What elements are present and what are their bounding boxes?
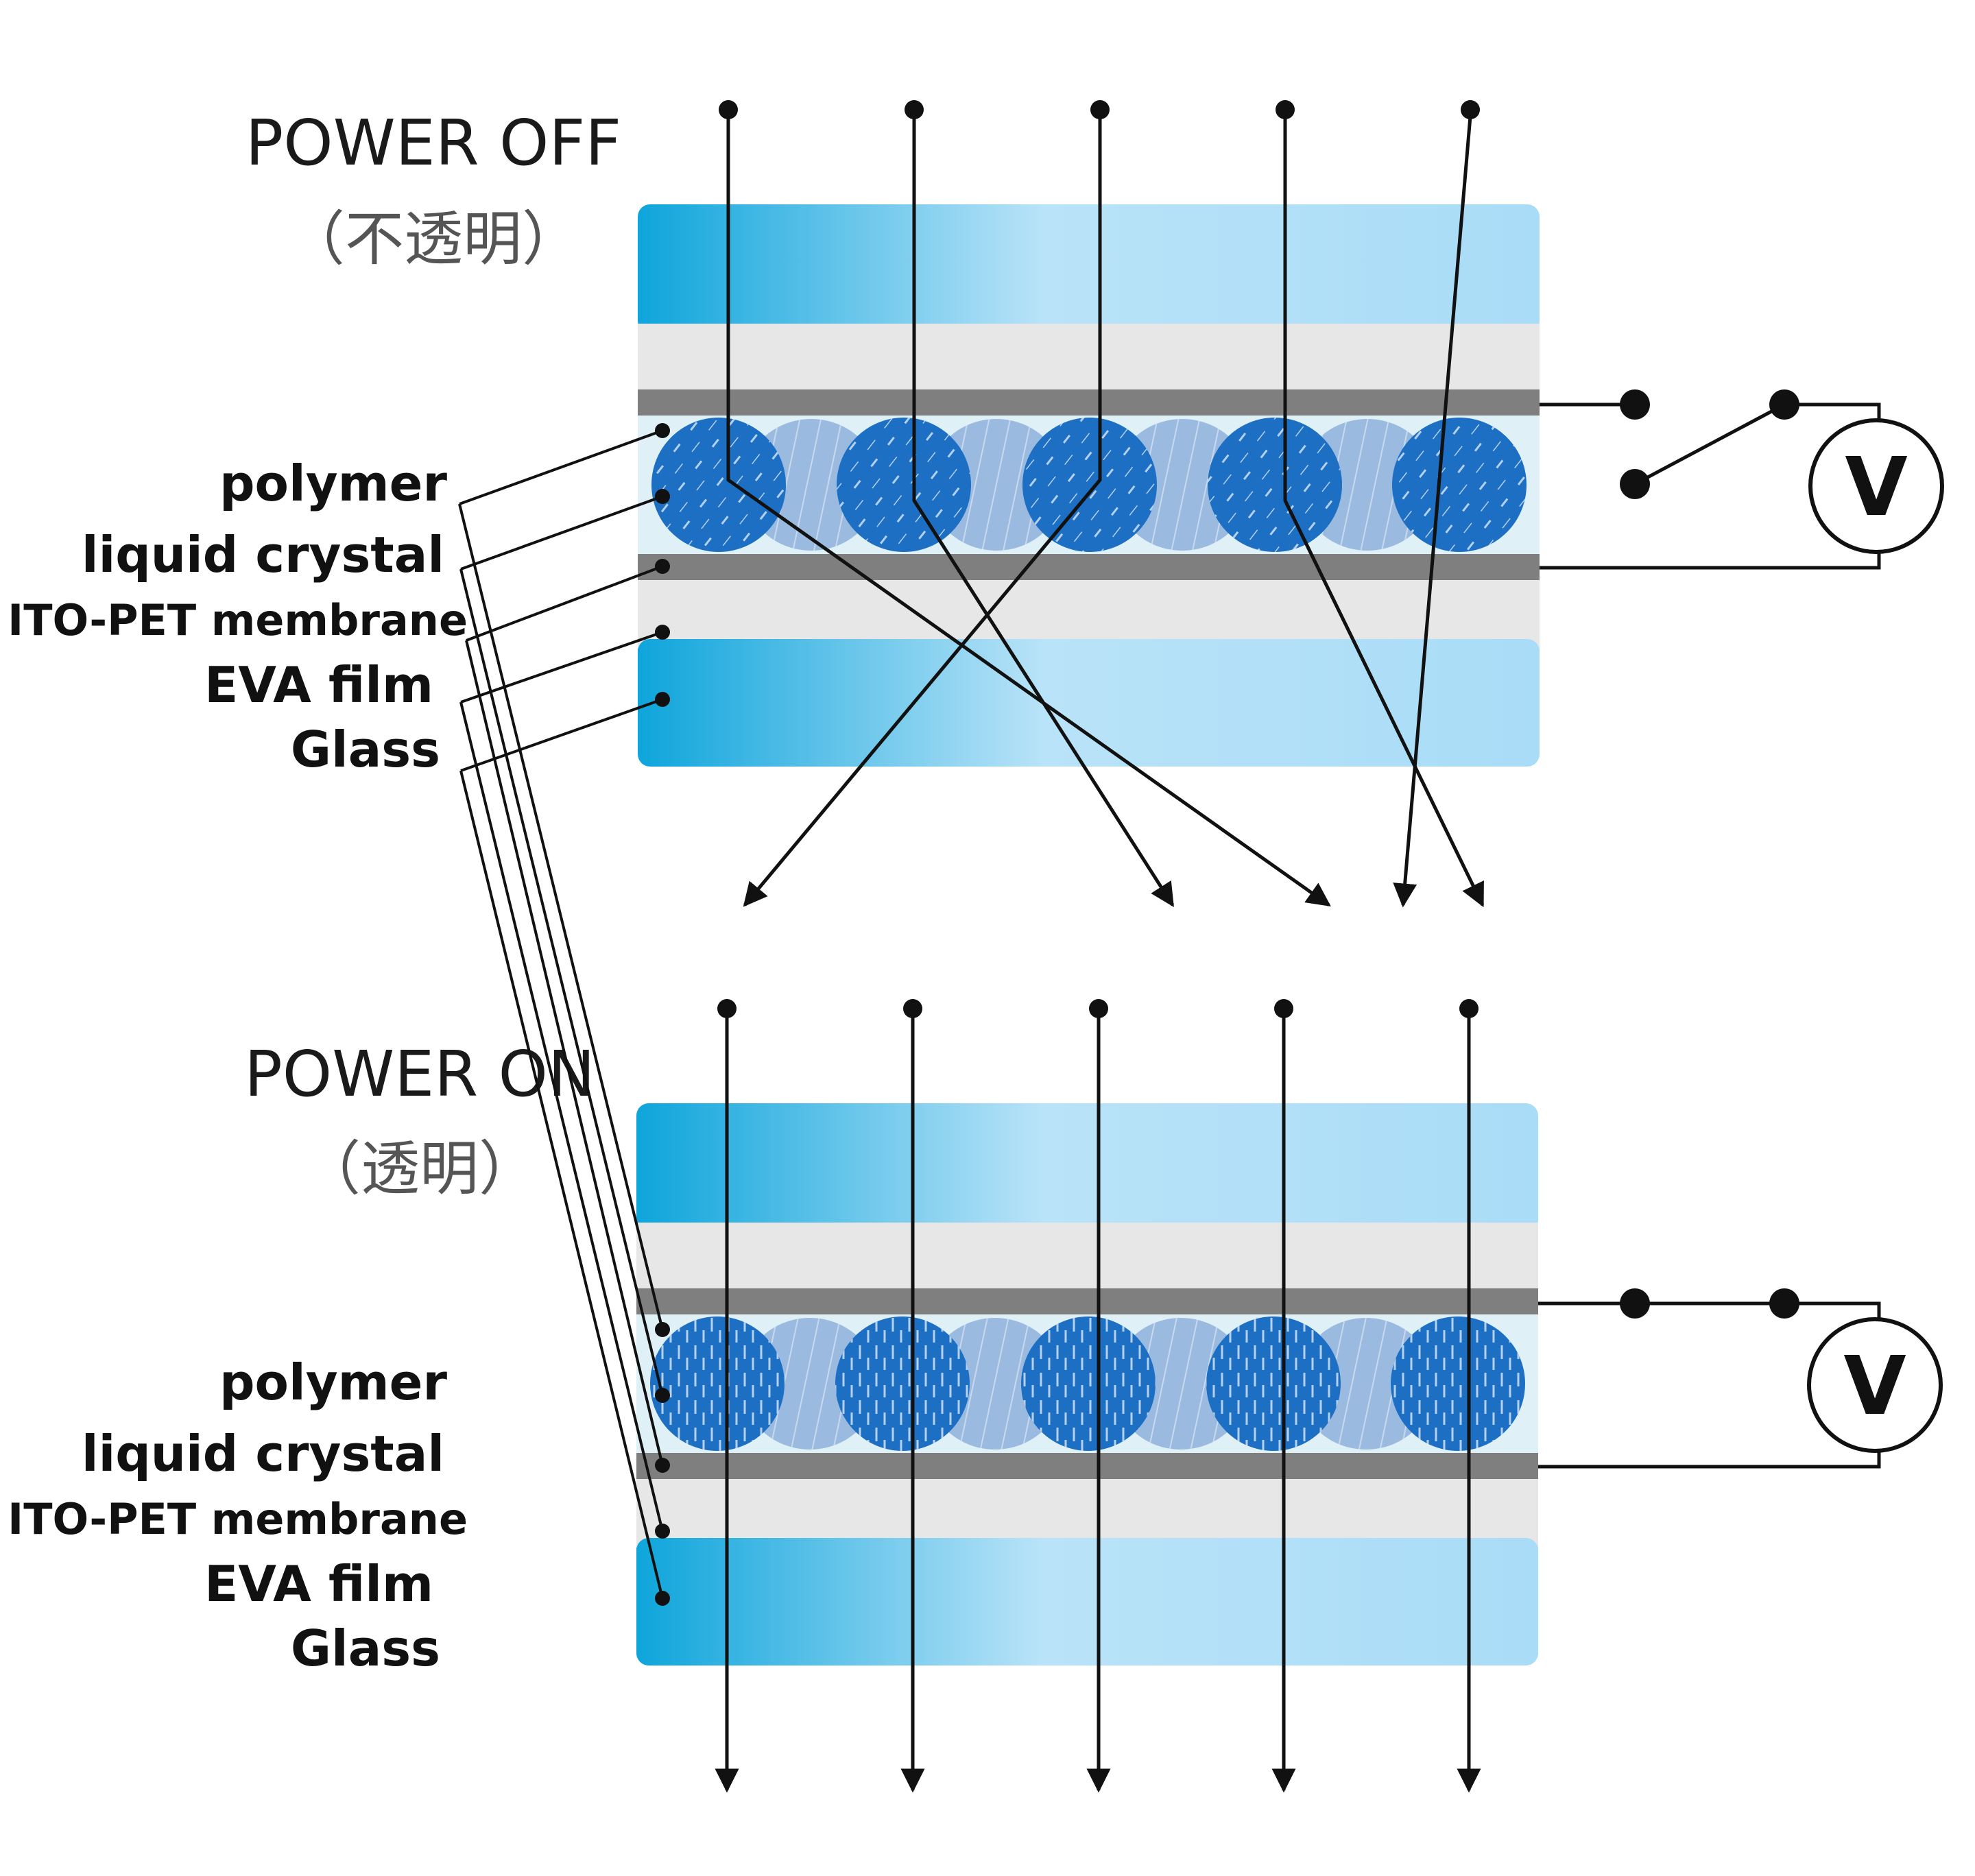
glass-layer-stack (636, 1103, 1538, 1665)
wire-top-right (1784, 402, 1881, 420)
leader-dot (655, 423, 670, 438)
leader-line (460, 495, 663, 570)
panel-subtitle: （不透明） (286, 205, 581, 274)
voltmeter-label: V (1843, 1338, 1906, 1433)
layer-label: liquid crystal (82, 1425, 444, 1482)
leader-dot (655, 1591, 670, 1606)
leader-dot (655, 559, 670, 574)
leader-line (460, 631, 663, 704)
layer-label: ITO-PET membrane (8, 1494, 468, 1544)
leader-dot (655, 1458, 670, 1473)
glass-top (638, 204, 1540, 333)
glass-bottom-edge (638, 649, 1540, 669)
glass-bottom (636, 1538, 1538, 1665)
glass-bottom (638, 639, 1540, 767)
layer-label: EVA film (204, 656, 433, 714)
ito-pet-bottom (638, 554, 1540, 580)
light-ray (1393, 110, 1472, 908)
liquid-crystal-texture (1208, 418, 1342, 552)
light-ray (1283, 110, 1485, 908)
leader-dot (655, 625, 670, 640)
switch-open (1633, 402, 1786, 486)
leader-line (459, 568, 664, 1396)
wire-bottom (1540, 552, 1881, 570)
voltmeter-label: V (1845, 440, 1907, 534)
liquid-crystal-texture (650, 1316, 785, 1451)
glass-bottom-edge (636, 1548, 1538, 1568)
power-circuit: V (1538, 1288, 1943, 1469)
ito-pet-top (636, 1288, 1538, 1314)
leader-line (458, 503, 664, 1330)
layer-label: Glass (291, 721, 440, 778)
panel-power-off: POWER OFF （不透明） V polymer liquid crystalI… (8, 100, 1944, 908)
liquid-crystal-texture (1206, 1316, 1341, 1451)
layer-label: Glass (291, 1620, 440, 1677)
liquid-crystal-texture (1021, 1316, 1156, 1451)
liquid-crystal-texture (651, 418, 786, 552)
layer-label: ITO-PET membrane (8, 595, 468, 645)
leader-line (460, 698, 663, 772)
light-rays (715, 999, 1481, 1793)
layer-label: liquid crystal (82, 526, 444, 584)
leader-line (465, 640, 664, 1466)
eva-film-bottom (636, 1479, 1538, 1548)
leader-line (459, 429, 663, 505)
eva-film-top (636, 1223, 1538, 1288)
terminal-dot (1620, 389, 1650, 420)
wire-bottom (1538, 1451, 1881, 1469)
layer-label: polymer (219, 1354, 447, 1411)
light-ray (743, 110, 1102, 907)
ito-pet-top (638, 389, 1540, 416)
layer-label: EVA film (204, 1555, 433, 1613)
leader-dot (655, 1388, 670, 1403)
eva-film-top (638, 324, 1540, 389)
liquid-crystal-texture (837, 418, 971, 552)
leader-line (459, 701, 664, 1532)
glass-layer-stack (638, 204, 1540, 767)
panel-title: POWER OFF (246, 106, 621, 180)
eva-film-bottom (638, 580, 1540, 649)
leader-dot (655, 1322, 670, 1337)
light-rays (719, 100, 1485, 908)
liquid-crystal-texture (1391, 1316, 1525, 1451)
leader-line (466, 565, 663, 642)
leader-dot (655, 1524, 670, 1539)
voltmeter (1807, 1317, 1943, 1453)
liquid-crystal-texture (1392, 418, 1527, 552)
layer-label: polymer (219, 455, 447, 512)
liquid-crystal-texture (1022, 418, 1157, 552)
light-ray (726, 110, 1331, 907)
leader-dot (655, 489, 670, 504)
ito-pet-bottom (636, 1453, 1538, 1479)
leader-dot (655, 692, 670, 707)
voltmeter (1808, 418, 1944, 554)
light-ray (912, 110, 1175, 907)
glass-top (636, 1103, 1538, 1232)
wire-top-right (1784, 1301, 1881, 1319)
panel-subtitle: （透明） (302, 1135, 538, 1203)
liquid-crystal-texture (835, 1316, 970, 1451)
panel-title: POWER ON (244, 1037, 595, 1111)
power-circuit: V (1540, 389, 1944, 570)
leader-line (459, 770, 664, 1599)
